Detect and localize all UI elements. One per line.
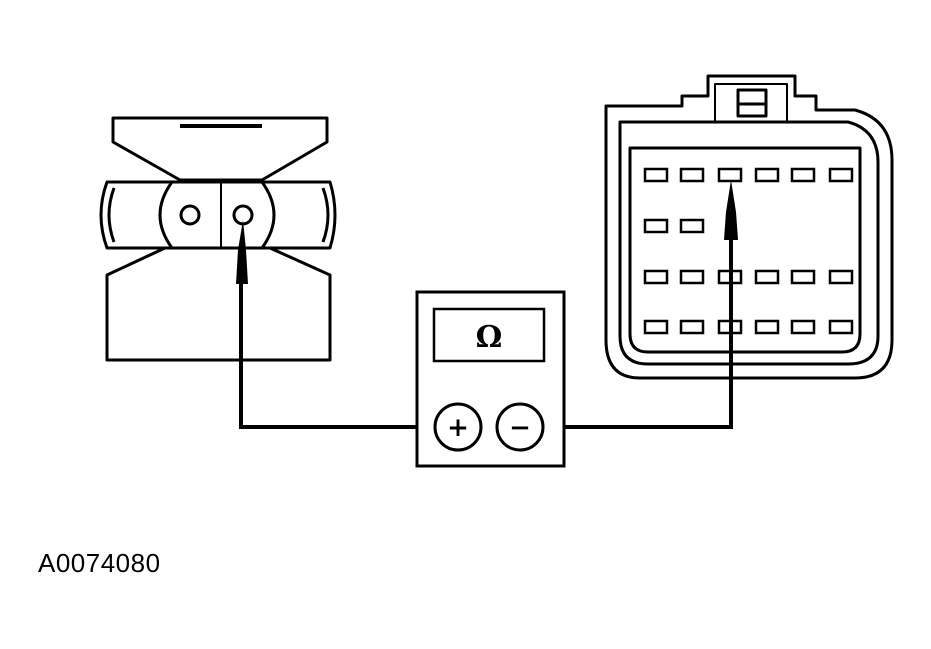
- ohmmeter: Ω + −: [415, 290, 566, 468]
- module-pin-cavity: [828, 269, 854, 285]
- positive-terminal-label: +: [447, 413, 469, 443]
- module-pin-cavity: [828, 319, 854, 335]
- negative-terminal-label: −: [509, 413, 531, 443]
- module-pin-cavity: [790, 269, 816, 285]
- module-pin-cavity: [679, 269, 705, 285]
- module-pin-cavity: [679, 218, 705, 234]
- positive-lead: [239, 284, 435, 429]
- sensor-lower-body: [105, 246, 332, 362]
- module-pin-cavity: [643, 319, 669, 335]
- figure-id: A0074080: [38, 548, 161, 578]
- module-pin-cavity: [679, 319, 705, 335]
- module-pin-cavity: [643, 167, 669, 183]
- negative-terminal: [495, 402, 545, 452]
- module-outer-shell: [604, 74, 894, 380]
- module-pin-cavity: [643, 269, 669, 285]
- sensor-pin-1: [179, 204, 201, 226]
- negative-lead: [543, 240, 733, 429]
- module-pin-cavity: [679, 167, 705, 183]
- probe-sensor: [236, 220, 248, 284]
- module-pin-cavity: [643, 218, 669, 234]
- sensor-upper-body: [111, 116, 329, 182]
- module-inner-shell: [618, 120, 880, 366]
- sensor-terminal-face: [158, 180, 276, 250]
- probe-module: [724, 180, 738, 240]
- ohm-symbol: Ω: [476, 320, 503, 355]
- ohmmeter-display: [432, 307, 546, 363]
- sensor-connector: [99, 116, 337, 362]
- module-pin-cavity: [790, 167, 816, 183]
- module-connector: [604, 74, 894, 380]
- test-leads: [239, 240, 733, 429]
- module-pin-cavity: [754, 167, 780, 183]
- module-pin-cavity: [754, 319, 780, 335]
- module-pin-cavity: [790, 319, 816, 335]
- module-cavity-frame: [628, 146, 862, 354]
- module-pin-cavity: [754, 269, 780, 285]
- positive-terminal: [433, 402, 483, 452]
- module-pin-cavity: [828, 167, 854, 183]
- module-pin-cavity: [717, 167, 743, 183]
